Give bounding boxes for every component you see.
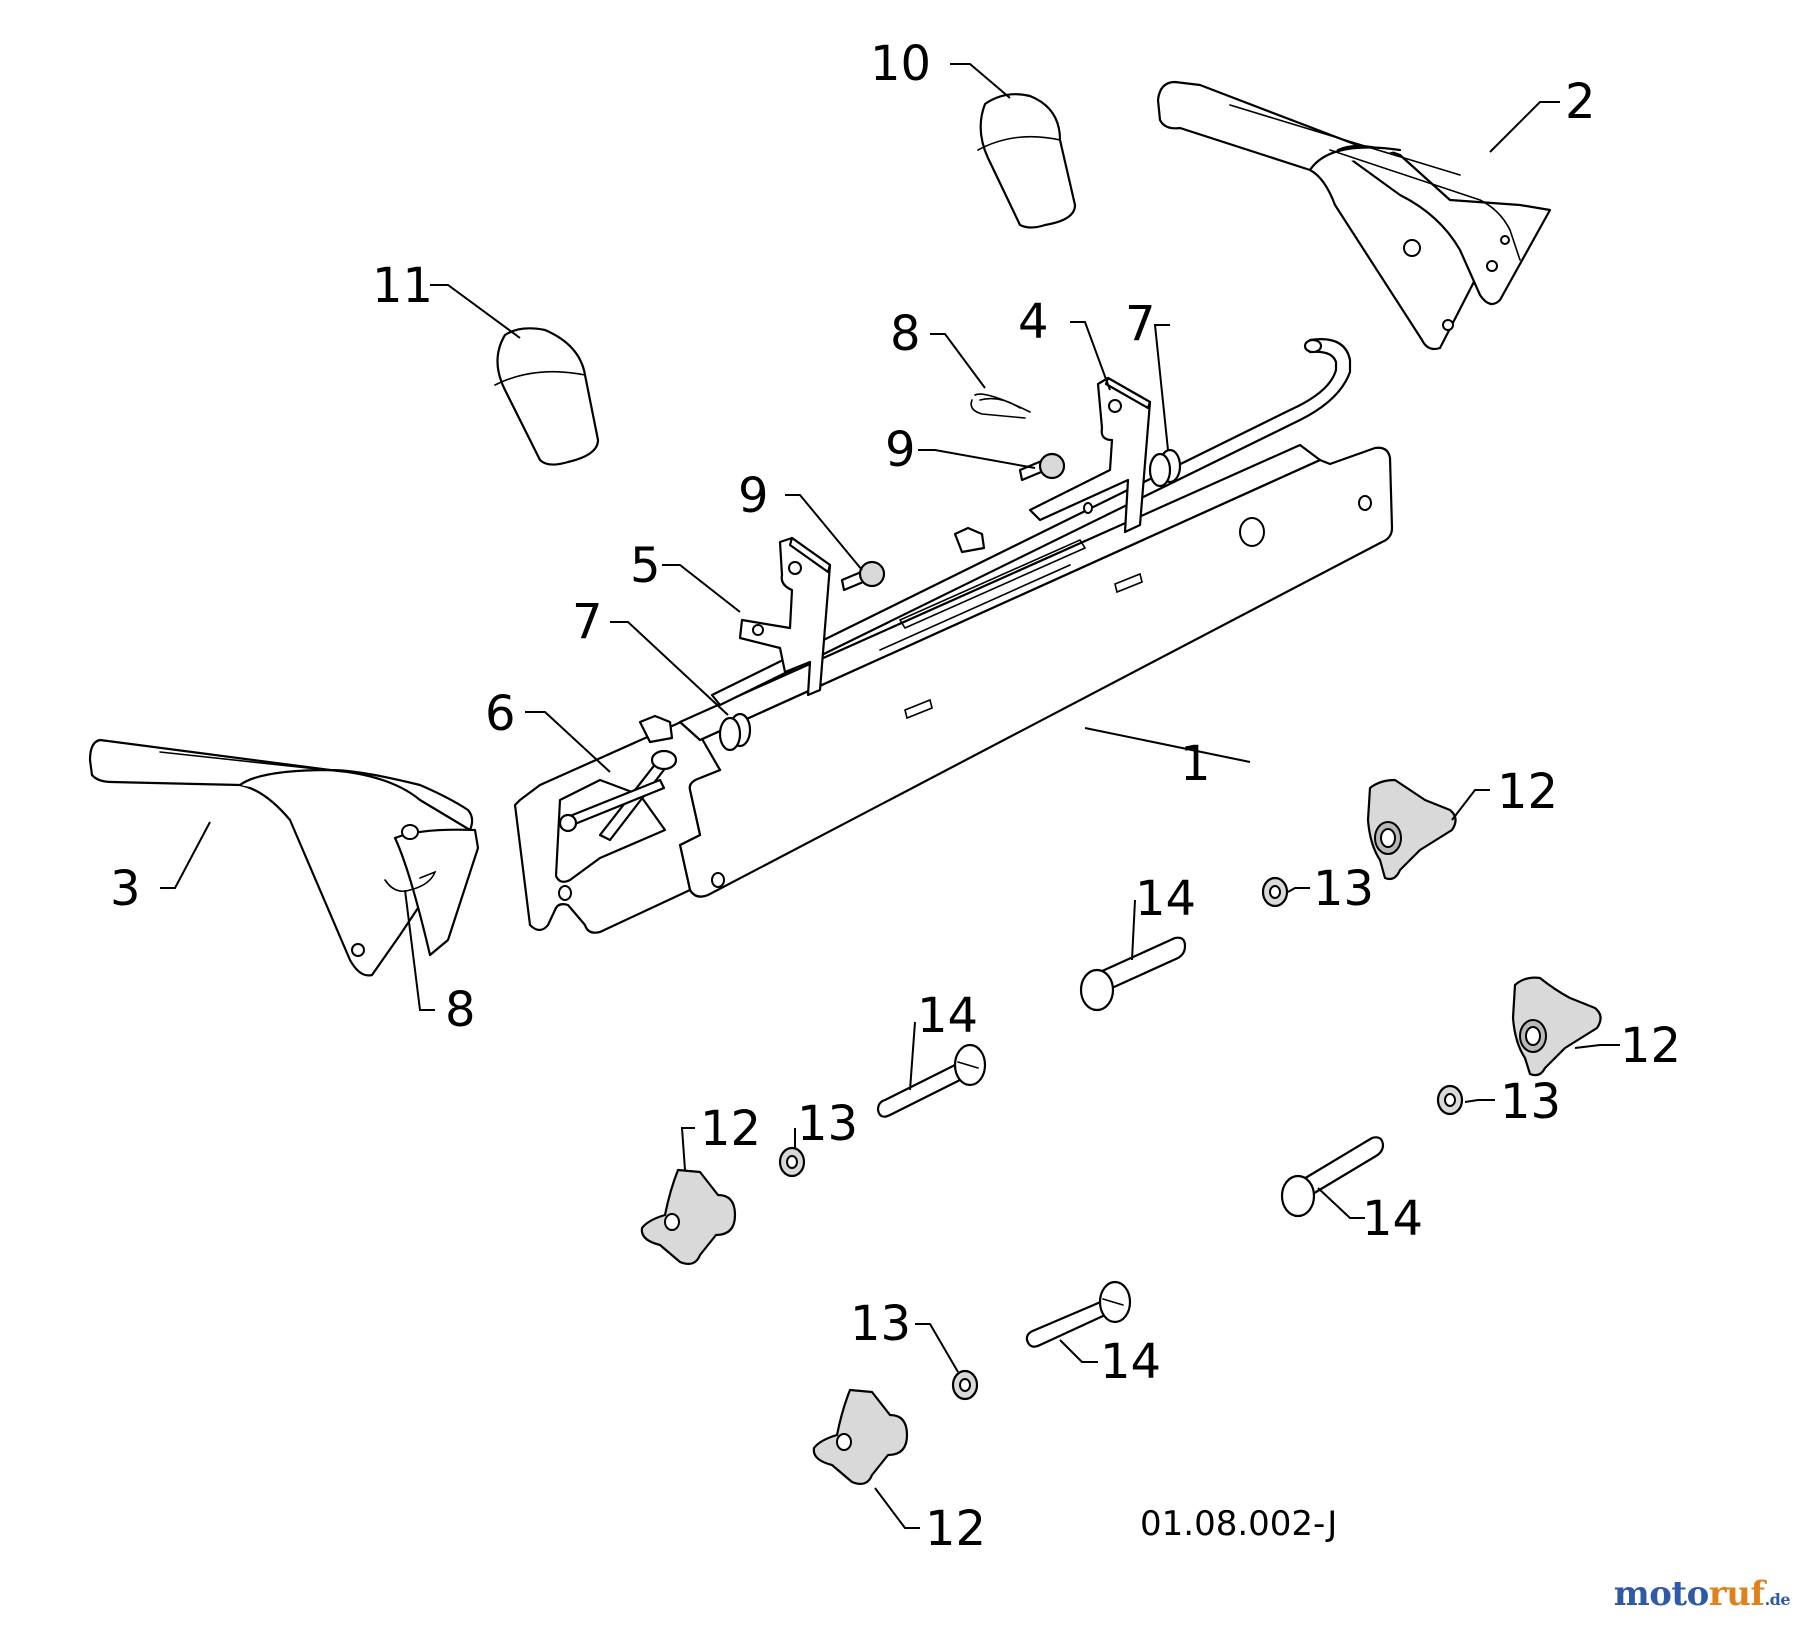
callout-12-a: 12 <box>1497 764 1558 820</box>
part-9-bolt-lower <box>840 560 886 592</box>
callout-14-a: 14 <box>1135 871 1196 927</box>
rod-with-hook <box>710 338 1352 707</box>
part-12-star-knob-c <box>640 1168 737 1265</box>
callout-3: 3 <box>110 861 141 917</box>
part-7-bushing-lower <box>718 712 752 752</box>
part-4-bracket <box>1028 376 1152 534</box>
callout-12-b: 12 <box>1620 1018 1681 1074</box>
part-11-knob <box>494 327 600 466</box>
callout-11: 11 <box>372 258 433 314</box>
callout-7-upper: 7 <box>1125 296 1156 352</box>
part-14-bolt-b <box>876 1043 987 1118</box>
callout-1: 1 <box>1180 736 1211 792</box>
callout-9-upper: 9 <box>885 422 916 478</box>
leader-lines <box>160 63 1620 1529</box>
callout-10: 10 <box>870 36 931 92</box>
callout-6: 6 <box>485 686 516 742</box>
rail-tab-left <box>638 714 674 744</box>
callout-12-c: 12 <box>700 1101 761 1157</box>
callout-2: 2 <box>1565 74 1596 130</box>
part-13-washer-a <box>1261 876 1289 908</box>
part-8-hairpin-upper <box>970 393 1031 419</box>
watermark-logo: motoruf.de <box>1613 1574 1791 1614</box>
part-13-washer-d <box>951 1369 979 1401</box>
part-1-base-rail <box>513 443 1394 934</box>
part-14-bolt-a <box>1079 936 1187 1012</box>
part-12-star-knob-a <box>1366 778 1457 881</box>
part-12-star-knob-b <box>1511 976 1602 1077</box>
part-5-bracket <box>738 536 832 697</box>
part-9-bolt-upper <box>1018 452 1066 482</box>
part-6-lever-assembly <box>554 749 678 883</box>
part-3-cover-left <box>88 738 480 977</box>
part-14-bolt-d <box>1025 1280 1132 1348</box>
part-7-bushing-upper <box>1148 448 1182 488</box>
callout-13-c: 13 <box>797 1096 858 1152</box>
part-13-washer-c <box>778 1146 806 1178</box>
part-14-bolt-c <box>1280 1136 1385 1218</box>
part-2-cover-right <box>1156 80 1552 351</box>
callout-14-d: 14 <box>1100 1334 1161 1390</box>
part-12-star-knob-d <box>812 1388 909 1485</box>
part-13-washer-b <box>1436 1084 1464 1116</box>
callout-labels: 1 2 3 4 5 6 7 7 8 8 9 9 10 11 12 12 12 1… <box>110 36 1681 1557</box>
callout-13-b: 13 <box>1500 1074 1561 1130</box>
callout-13-d: 13 <box>850 1296 911 1352</box>
callout-14-c: 14 <box>1362 1191 1423 1247</box>
callout-4: 4 <box>1018 294 1049 350</box>
callout-7-lower: 7 <box>572 594 603 650</box>
part-10-knob <box>977 93 1077 229</box>
callout-5: 5 <box>630 538 661 594</box>
callout-8-upper: 8 <box>890 306 921 362</box>
rail-tab-right <box>953 526 986 554</box>
callout-8-lower: 8 <box>445 982 476 1038</box>
callout-9-lower: 9 <box>738 468 769 524</box>
callout-13-a: 13 <box>1313 861 1374 917</box>
drawing-number: 01.08.002-J <box>1140 1504 1337 1544</box>
callout-14-b: 14 <box>917 988 978 1044</box>
callout-12-d: 12 <box>925 1501 986 1557</box>
